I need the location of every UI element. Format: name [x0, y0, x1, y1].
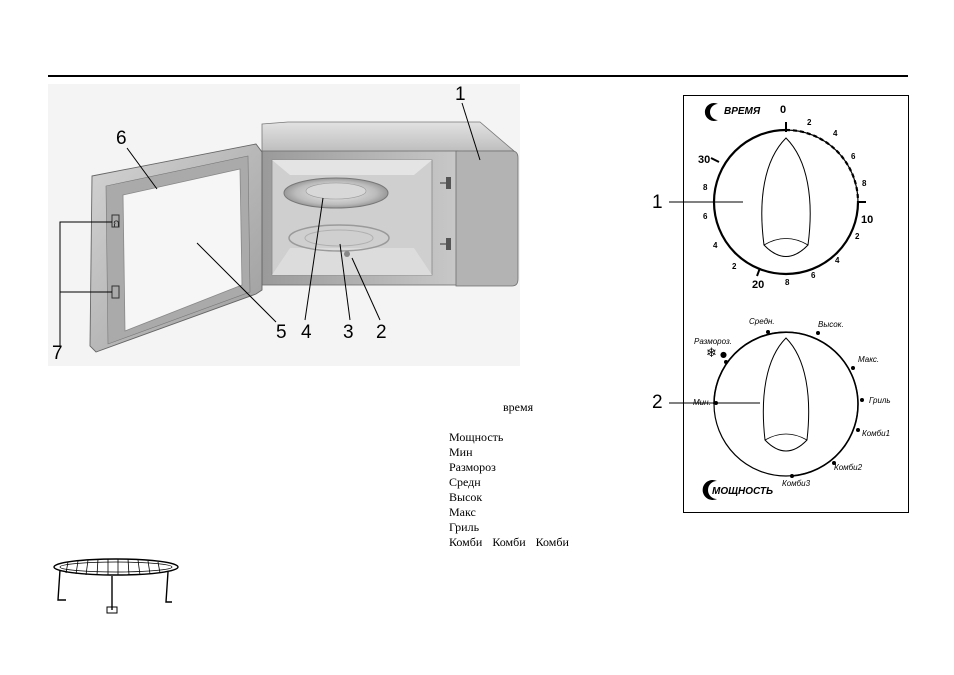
timer-title: ВРЕМЯ — [724, 106, 761, 117]
timer-label-20: 20 — [752, 279, 765, 291]
power-label-defrost: Размороз. — [694, 337, 732, 346]
power-label-high: Высок. — [818, 320, 844, 329]
callout-2: 2 — [376, 322, 387, 343]
timer-label-30: 30 — [698, 154, 711, 166]
timer-minor: 8 — [703, 183, 708, 192]
power-label-combi1: Комби1 — [862, 429, 891, 438]
list-item: Мин — [449, 445, 473, 459]
timer-minor: 6 — [703, 212, 708, 221]
timer-minor: 2 — [732, 262, 737, 271]
timer-label-10: 10 — [861, 214, 874, 226]
power-label-max: Макс. — [858, 355, 880, 364]
timer-minor: 4 — [833, 129, 838, 138]
combi-3: Комби — [535, 535, 569, 549]
callout-4: 4 — [301, 322, 312, 343]
list-item-combi: Комби Комби Комби — [449, 535, 579, 550]
time-word: время — [503, 400, 534, 414]
droplet-icon: ● — [720, 350, 727, 359]
callout-5: 5 — [276, 322, 287, 343]
list-item: Размороз — [449, 460, 496, 474]
list-item: Средн — [449, 475, 481, 489]
control-panel: ❄ ● ВРЕМЯ 0 10 20 30 2 4 6 8 2 4 6 8 2 4… — [669, 95, 909, 513]
power-knob[interactable] — [669, 330, 864, 478]
power-label-combi2: Комби2 — [834, 463, 863, 472]
brand-crescent-icon — [702, 480, 717, 500]
snowflake-icon: ❄ — [706, 346, 717, 361]
combi-2: Комби — [492, 535, 526, 549]
panel-callout-1: 1 — [652, 192, 663, 213]
callout-7: 7 — [52, 343, 63, 364]
brand-crescent-icon — [704, 103, 718, 121]
panel-callout-2: 2 — [652, 392, 663, 413]
power-label-grill: Гриль — [869, 396, 891, 405]
timer-minor: 8 — [862, 179, 867, 188]
top-rule — [48, 75, 908, 77]
list-item: Мощность — [449, 430, 504, 444]
timer-minor: 2 — [807, 118, 812, 127]
power-label-min: Мин. — [693, 398, 711, 407]
timer-minor: 6 — [811, 271, 816, 280]
timer-minor: 8 — [785, 278, 790, 287]
timer-minor: 4 — [713, 241, 718, 250]
timer-label-0: 0 — [780, 104, 787, 116]
power-label-medium: Средн. — [749, 317, 775, 326]
list-item: Высок — [449, 490, 483, 504]
callout-1: 1 — [455, 84, 466, 105]
callout-3: 3 — [343, 322, 354, 343]
list-item: Гриль — [449, 520, 480, 534]
grill-rack-illustration — [53, 558, 179, 614]
callout-6: 6 — [116, 128, 127, 149]
timer-minor: 2 — [855, 232, 860, 241]
power-title: МОЩНОСТЬ — [712, 486, 774, 497]
timer-knob[interactable] — [669, 122, 866, 277]
power-label-combi3: Комби3 — [782, 479, 811, 488]
timer-minor: 4 — [835, 256, 840, 265]
microwave-illustration: ก — [48, 84, 520, 366]
timer-minor: 6 — [851, 152, 856, 161]
mode-list: Мощность Мин Размороз Средн Высок Макс Г… — [449, 430, 579, 550]
list-item: Макс — [449, 505, 476, 519]
combi-1: Комби — [449, 535, 483, 549]
svg-text:ก: ก — [113, 218, 120, 230]
